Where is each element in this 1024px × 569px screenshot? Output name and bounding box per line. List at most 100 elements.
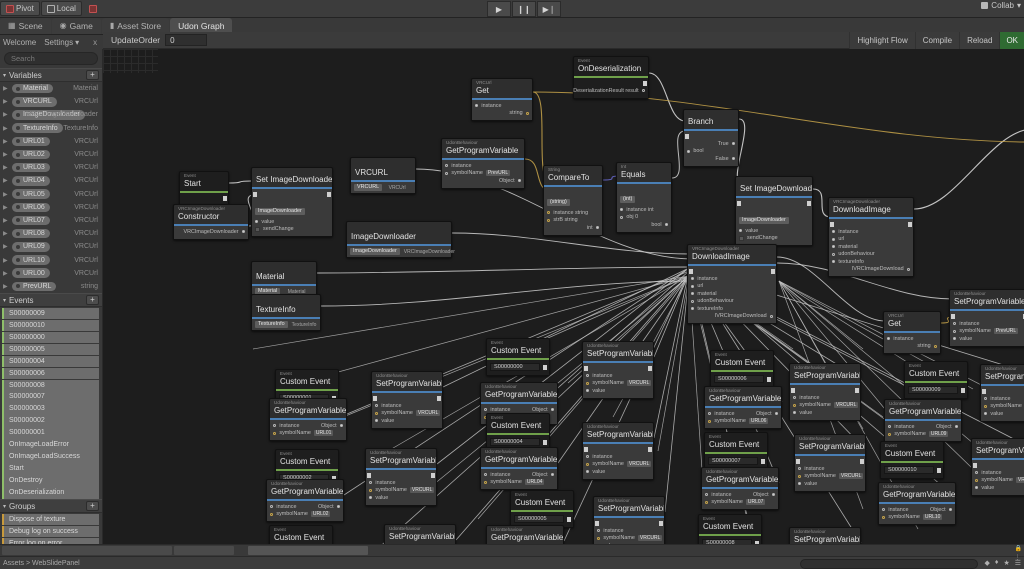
event-name-input[interactable]: S00000000 [490, 363, 540, 371]
port-dot-icon[interactable] [525, 111, 529, 115]
variable-selector[interactable]: ImageDownloader [350, 248, 400, 255]
get-program-variable-node[interactable]: UdonBehaviourGetProgramVariableinstanceO… [486, 525, 564, 544]
flow-in-port[interactable] [584, 447, 588, 452]
flow-in-port[interactable] [253, 192, 257, 197]
reload-button[interactable]: Reload [959, 31, 1000, 49]
port-dot-icon[interactable] [832, 245, 836, 249]
port-dot-icon[interactable] [336, 505, 340, 509]
port-dot-icon[interactable] [774, 412, 778, 416]
symbol-value[interactable]: VRCURL [1015, 477, 1024, 484]
port-dot-icon[interactable] [445, 164, 449, 168]
port-dot-icon[interactable] [798, 482, 802, 486]
port-dot-icon[interactable] [691, 299, 695, 303]
event-row[interactable]: S00000005 [2, 343, 99, 355]
variable-pill[interactable]: URL02 [12, 149, 50, 160]
port-dot-icon[interactable] [832, 237, 836, 241]
port-dot-icon[interactable] [798, 474, 802, 478]
flow-in-port[interactable] [830, 222, 834, 227]
port-dot-icon[interactable] [731, 142, 735, 146]
variable-pill[interactable]: PrevURL [12, 281, 57, 292]
symbol-value[interactable]: URL07 [745, 499, 766, 506]
node-port-row[interactable]: textureInfo [829, 258, 913, 266]
tab-asset-store[interactable]: ▮Asset Store [101, 18, 170, 34]
chevron-right-icon[interactable]: ▶ [3, 99, 8, 106]
label-icon[interactable]: ♦ [994, 559, 999, 566]
variable-pill[interactable]: TextureInfo [12, 123, 63, 133]
port-dot-icon[interactable] [586, 381, 590, 385]
variable-pill[interactable]: ImageDownloader [12, 110, 85, 120]
flow-in-port[interactable] [791, 388, 795, 393]
node-port-row[interactable]: instance [972, 469, 1024, 477]
flow-out-port[interactable] [643, 81, 647, 86]
chevron-right-icon[interactable]: ▶ [3, 191, 8, 198]
node-port-row[interactable]: instance [790, 394, 860, 402]
node-port-row[interactable]: bool [684, 148, 738, 156]
port-dot-icon[interactable] [691, 277, 695, 281]
port-dot-icon[interactable] [375, 419, 379, 423]
node-port-row[interactable]: value [594, 542, 664, 544]
project-tab-1[interactable] [2, 546, 172, 555]
chevron-right-icon[interactable]: ▶ [3, 178, 8, 185]
settings-menu[interactable]: Settings ▾ [44, 37, 80, 47]
node-port-row[interactable]: VRCImageDownloader [174, 228, 248, 236]
node-port-row[interactable]: value [950, 335, 1024, 343]
variable-selector[interactable]: VRCURL [354, 184, 383, 191]
port-dot-icon[interactable] [832, 230, 836, 234]
node-port-row[interactable]: DeserializationResult result [573, 87, 648, 95]
node-port-row[interactable]: url [688, 283, 776, 291]
node-port-row[interactable]: url [829, 236, 913, 244]
flow-out-port[interactable] [659, 521, 663, 526]
step-button[interactable]: ▶❘ [537, 1, 561, 17]
node-port-row[interactable]: instance [688, 275, 776, 283]
chevron-right-icon[interactable]: ▶ [3, 138, 8, 145]
tab-game[interactable]: ◉Game [51, 18, 101, 34]
variable-pill[interactable]: URL01 [12, 136, 50, 147]
port-dot-icon[interactable] [620, 208, 624, 212]
node-port-row[interactable]: instance [366, 479, 436, 487]
chevron-right-icon[interactable]: ▶ [3, 283, 8, 290]
flow-in-port[interactable] [951, 314, 955, 319]
filter-icon[interactable]: ◆ [984, 560, 990, 567]
node-port-row[interactable]: instance [442, 162, 524, 170]
node-port-row[interactable]: int [544, 224, 602, 232]
node-port-row[interactable]: material [829, 243, 913, 251]
variable-pill[interactable]: VRCURL [12, 97, 57, 107]
port-dot-icon[interactable] [953, 337, 957, 341]
flow-out-port[interactable] [648, 447, 652, 452]
node-port-row[interactable]: textureInfo [688, 305, 776, 313]
flow-in-port[interactable] [373, 396, 377, 401]
flow-out-port[interactable] [755, 540, 759, 544]
node-port-row[interactable]: instance [795, 465, 865, 473]
add-group-button[interactable]: + [86, 501, 99, 512]
port-dot-icon[interactable] [273, 424, 277, 428]
flow-out-port[interactable] [961, 387, 965, 393]
port-dot-icon[interactable] [550, 408, 554, 412]
menu-icon[interactable]: ⋮ [1014, 555, 1021, 561]
node-port-row[interactable]: instance int [617, 206, 671, 214]
port-dot-icon[interactable] [888, 425, 892, 429]
port-dot-icon[interactable] [270, 512, 274, 516]
flow-out-port[interactable] [937, 467, 941, 473]
